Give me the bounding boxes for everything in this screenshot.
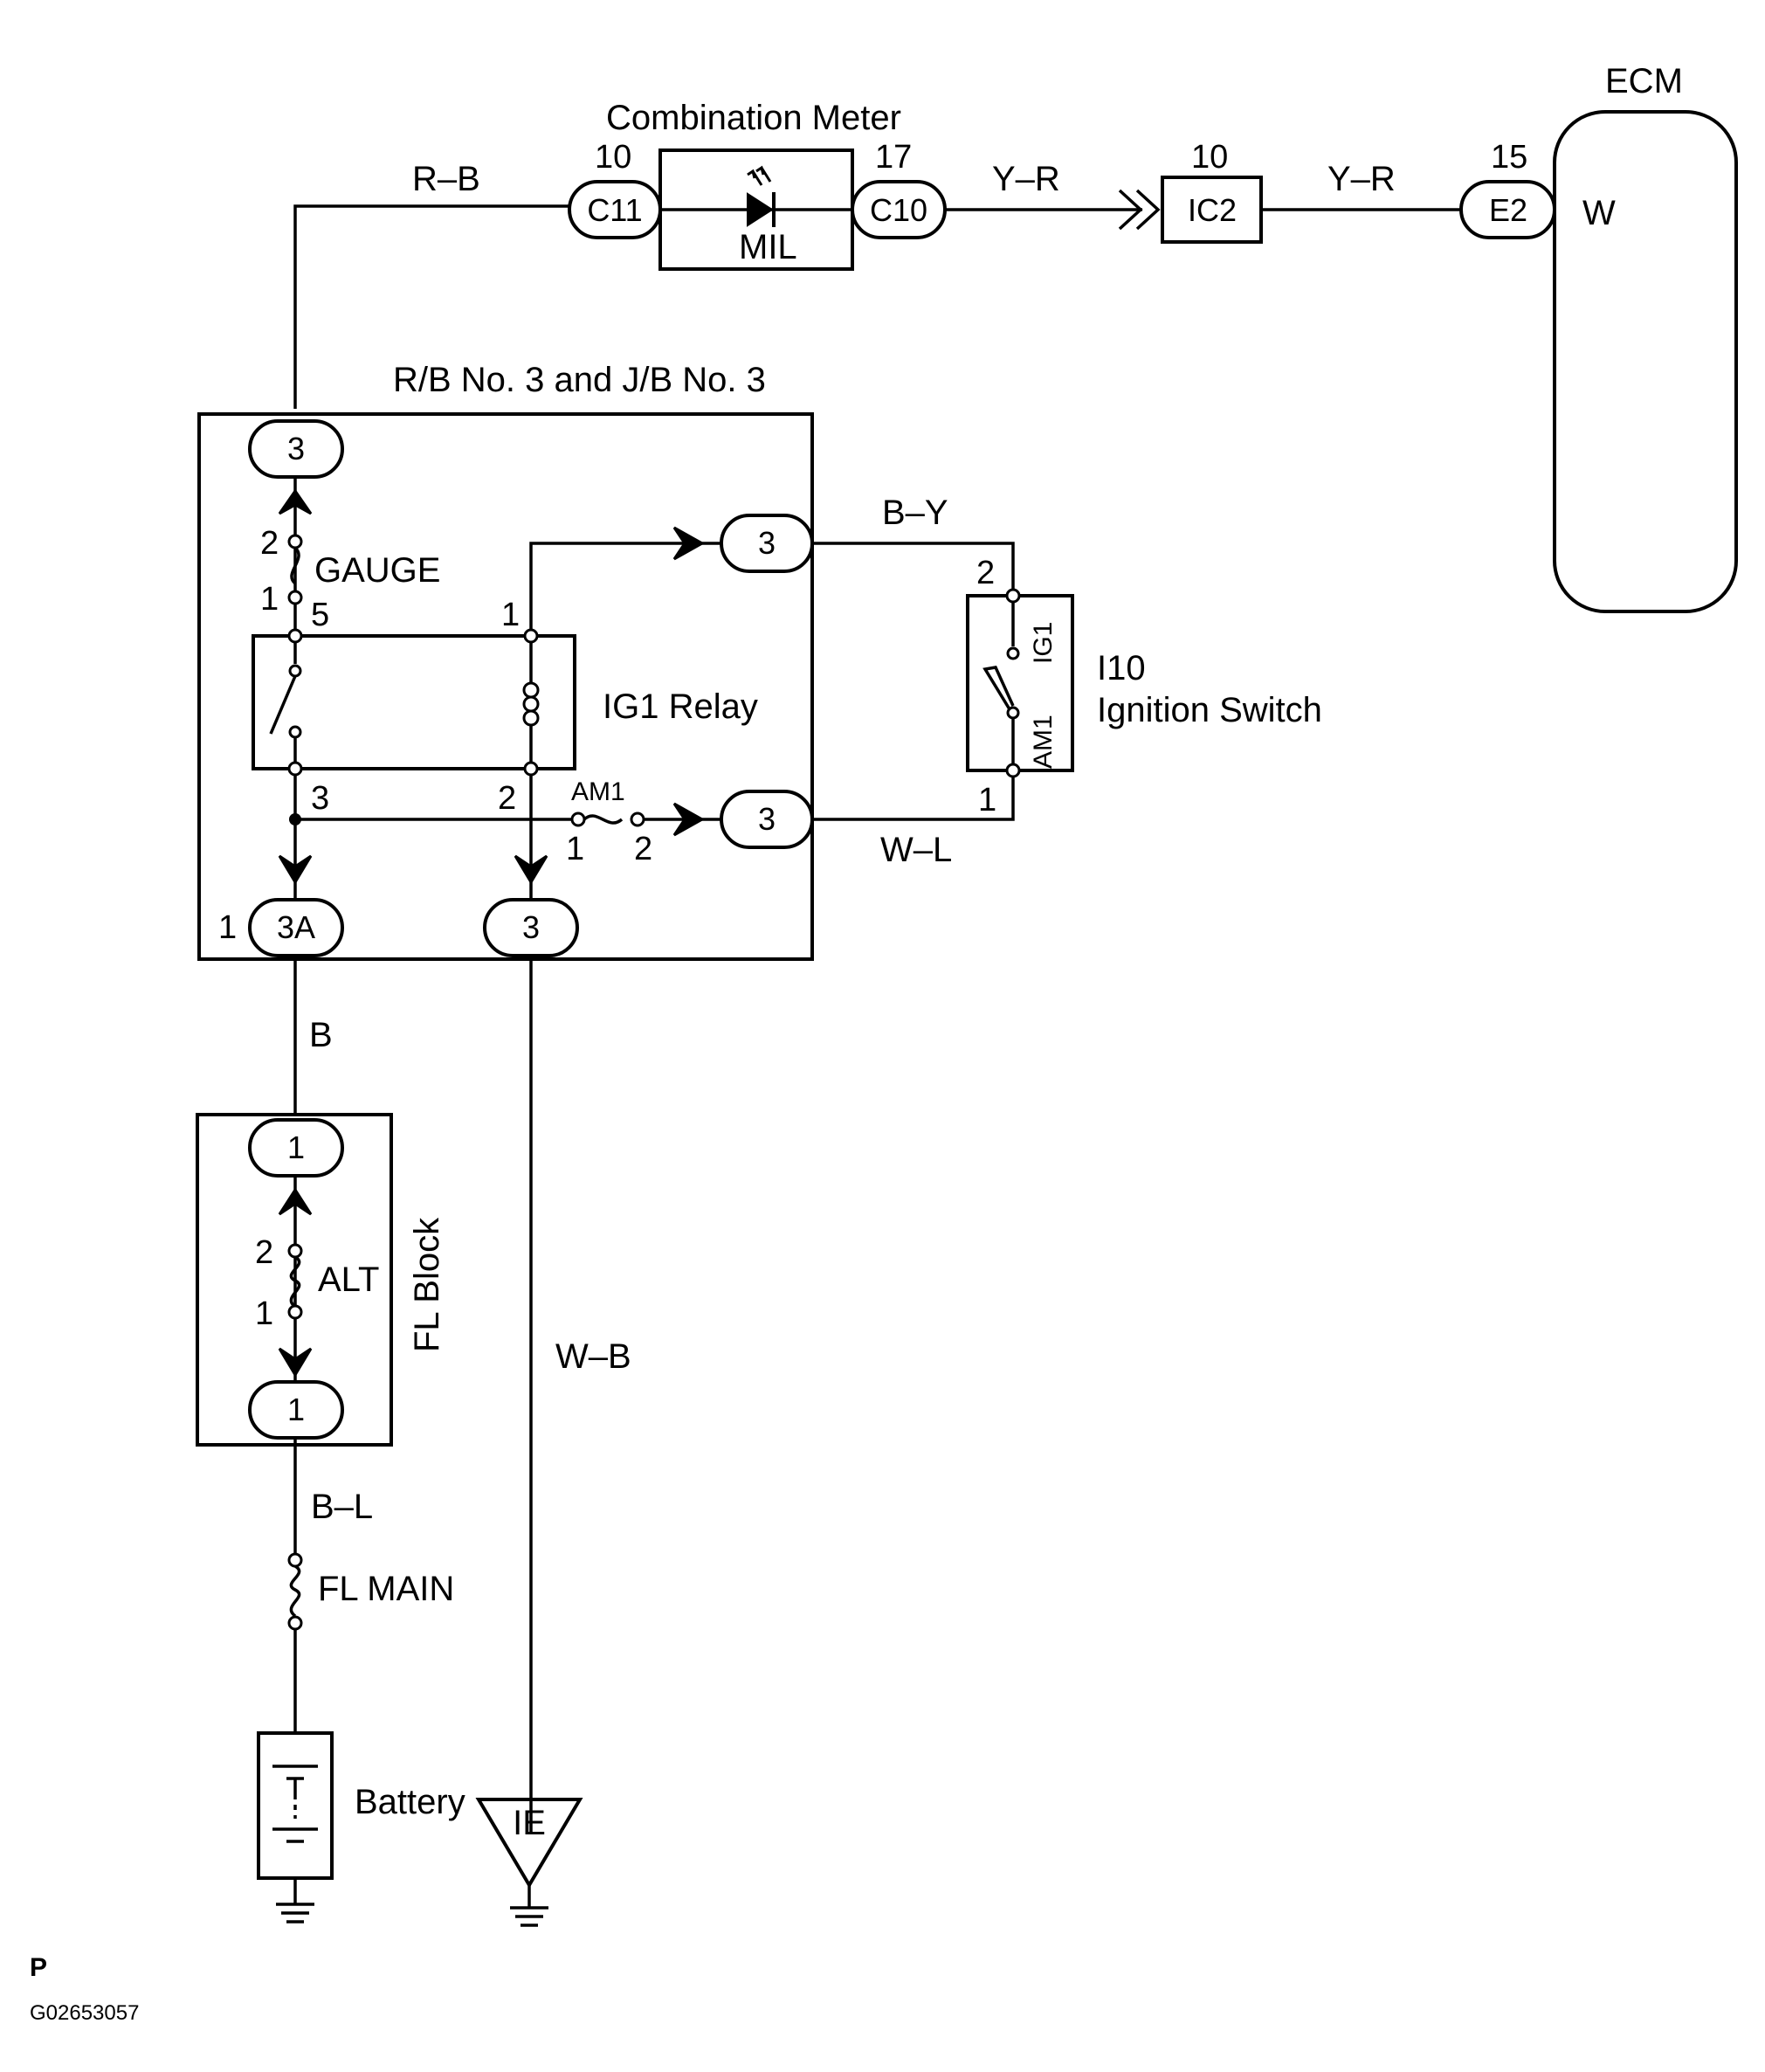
ignition-switch-code: I10 xyxy=(1097,649,1146,687)
svg-text:IG1 Relay: IG1 Relay xyxy=(603,687,758,726)
rb-jb-label: R/B No. 3 and J/B No. 3 xyxy=(393,361,766,399)
svg-text:3: 3 xyxy=(311,780,329,817)
svg-text:1: 1 xyxy=(260,581,279,618)
ignition-switch: 2 1 IG1 AM1 I10 Ignition Switch xyxy=(966,555,1322,818)
svg-text:ALT: ALT xyxy=(318,1260,379,1299)
svg-text:C11: C11 xyxy=(587,192,642,228)
wire-yr-right-label: Y–R xyxy=(1327,160,1396,198)
footer-figure-id: G02653057 xyxy=(30,2001,139,2025)
wire-rb xyxy=(293,204,572,409)
svg-text:2: 2 xyxy=(634,831,652,867)
svg-text:2: 2 xyxy=(976,555,995,591)
svg-text:1: 1 xyxy=(501,597,520,633)
meter-pin-right: 17 xyxy=(875,139,912,176)
mil-label: MIL xyxy=(739,228,797,266)
svg-text:E2: E2 xyxy=(1489,192,1527,228)
am1-fuse: AM1 1 2 xyxy=(566,777,652,867)
connector-fl-bottom: 1 xyxy=(248,1380,344,1440)
connector-rb-by: 3 xyxy=(720,514,814,573)
connector-e2: E2 xyxy=(1459,180,1556,239)
arrow-up-icon xyxy=(278,1187,313,1216)
battery-label: Battery xyxy=(355,1783,465,1821)
svg-text:1: 1 xyxy=(287,1392,305,1427)
battery: Battery xyxy=(257,1731,465,1880)
connector-fl-top: 1 xyxy=(248,1118,344,1178)
ground-point-ie: IE xyxy=(475,1798,583,1927)
svg-text:3: 3 xyxy=(758,525,776,561)
svg-text:3A: 3A xyxy=(277,909,315,945)
svg-text:1: 1 xyxy=(255,1295,273,1332)
ignition-switch-label: Ignition Switch xyxy=(1097,691,1322,729)
svg-text:2: 2 xyxy=(498,780,516,817)
combination-meter: Combination Meter 10 17 MIL xyxy=(595,99,912,271)
meter-pin-left: 10 xyxy=(595,139,631,176)
alt-fusible-link-icon xyxy=(289,1255,301,1309)
mil-led-icon xyxy=(747,165,776,227)
svg-text:3: 3 xyxy=(758,801,776,837)
connector-rb-top: 3 xyxy=(248,419,344,479)
wire-wb-label: W–B xyxy=(555,1337,631,1376)
ic2-pin-number: 10 xyxy=(1191,139,1228,176)
connector-c11: C11 xyxy=(568,180,662,239)
ig1-relay: 5 1 IG1 Relay 3 2 xyxy=(252,597,758,817)
svg-text:2: 2 xyxy=(255,1234,273,1271)
fl-block-label: FL Block xyxy=(408,1217,446,1352)
svg-text:1: 1 xyxy=(978,782,996,818)
contact-ig1-label: IG1 xyxy=(1029,622,1058,664)
gauge-fuse: 2 1 GAUGE xyxy=(260,525,440,618)
fl-main-fuse: FL MAIN xyxy=(287,1552,454,1631)
wire-wl xyxy=(812,776,1015,821)
rb-3a-pin: 1 xyxy=(218,909,237,946)
arrow-right-icon xyxy=(672,802,706,837)
wire-yr-left-label: Y–R xyxy=(992,160,1060,198)
arrow-down-icon xyxy=(514,854,548,885)
connector-rb-ground: 3 xyxy=(483,898,579,957)
ecm: ECM 15 W xyxy=(1491,62,1738,613)
ecm-label: ECM xyxy=(1605,62,1683,100)
arrow-up-icon xyxy=(278,488,313,515)
wire-bl-label: B–L xyxy=(311,1488,373,1526)
wire-by-label: B–Y xyxy=(882,494,948,532)
ic2-junction: 10 IC2 xyxy=(1161,139,1263,244)
svg-text:3: 3 xyxy=(522,909,540,945)
svg-text:3: 3 xyxy=(287,431,305,466)
arrow-down-icon xyxy=(278,854,313,885)
battery-ground-icon xyxy=(276,1878,314,1924)
relay-junction-block: R/B No. 3 and J/B No. 3 3 2 1 GAUGE 5 1 xyxy=(197,361,814,961)
svg-text:2: 2 xyxy=(260,525,279,562)
arrow-right-icon xyxy=(672,526,706,561)
inline-connector-chevrons xyxy=(1118,189,1161,231)
ecm-pin-number: 15 xyxy=(1491,139,1527,176)
wire-b-label: B xyxy=(309,1016,333,1054)
combination-meter-label: Combination Meter xyxy=(606,99,901,137)
fl-block: 1 2 1 ALT 1 FL Block xyxy=(196,1113,446,1447)
ecm-terminal: W xyxy=(1582,194,1616,232)
relay-coil-icon xyxy=(522,681,540,727)
arrow-down-icon xyxy=(278,1347,313,1378)
ic2-label: IC2 xyxy=(1188,192,1237,228)
connector-rb-wl: 3 xyxy=(720,790,814,849)
wire-by xyxy=(812,542,1015,591)
svg-text:1: 1 xyxy=(287,1129,305,1165)
wire-wl-label: W–L xyxy=(880,831,952,869)
fl-main-fusible-link-icon xyxy=(289,1564,301,1618)
connector-rb-3a: 3A xyxy=(248,898,344,957)
svg-text:GAUGE: GAUGE xyxy=(314,551,440,590)
svg-text:IE: IE xyxy=(513,1804,546,1842)
svg-text:AM1: AM1 xyxy=(571,777,625,806)
svg-text:C10: C10 xyxy=(870,192,927,228)
contact-am1-label: AM1 xyxy=(1029,715,1058,769)
footer-code: P xyxy=(30,1953,47,1982)
svg-text:FL MAIN: FL MAIN xyxy=(318,1570,454,1608)
wire-rb-label: R–B xyxy=(412,160,480,198)
connector-c10: C10 xyxy=(851,180,947,239)
svg-text:1: 1 xyxy=(566,831,584,867)
svg-text:5: 5 xyxy=(311,597,329,633)
